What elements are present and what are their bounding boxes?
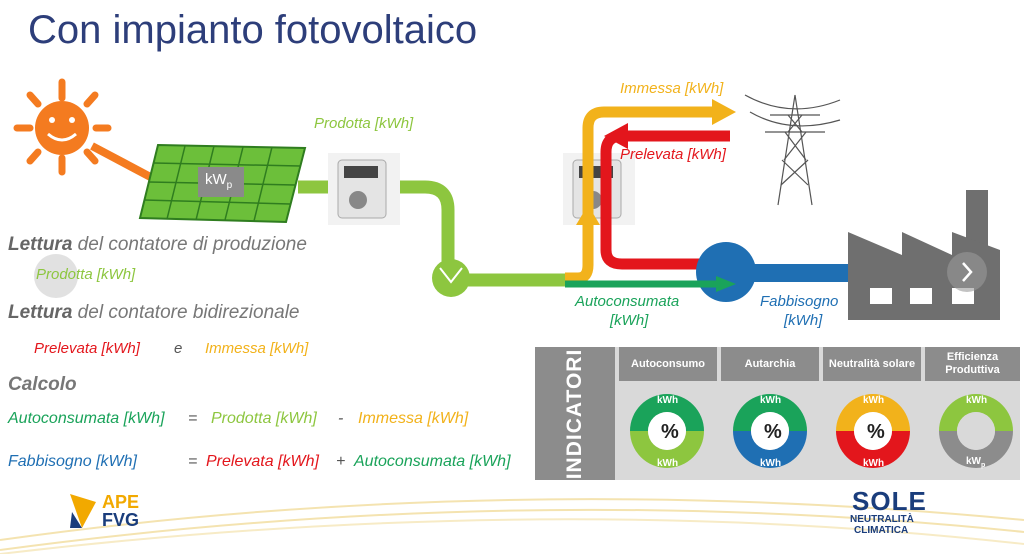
formula1-left: Autoconsumata [kWh] — [8, 410, 165, 427]
bidirectional-meter-icon — [563, 153, 635, 225]
formula1-eq: = — [188, 410, 198, 427]
formula1-b: Immessa [kWh] — [358, 410, 469, 427]
prelevata-label: Prelevata [kWh] — [620, 146, 726, 163]
formula2-op: + — [336, 453, 346, 470]
formula2-left: Fabbisogno [kWh] — [8, 453, 137, 470]
indicator-head-efficienza: Efficienza Produttiva — [925, 347, 1020, 381]
ring-autarchia — [733, 394, 807, 468]
lettura-bidirezionale-heading: Lettura del contatore bidirezionale — [8, 302, 300, 323]
ring2-top: kWh — [760, 395, 782, 406]
ape-fvg-logo: APE FVG — [68, 492, 168, 532]
next-slide-button[interactable] — [947, 252, 987, 292]
power-pylon-icon — [744, 94, 841, 206]
indicator-head-autarchia: Autarchia — [721, 347, 819, 381]
formula2-eq: = — [188, 453, 198, 470]
indicator-rings — [630, 394, 1013, 468]
ring2-bottom: kWh — [760, 458, 782, 469]
ring4-top: kWh — [966, 395, 988, 406]
formula2-b: Autoconsumata [kWh] — [354, 453, 511, 470]
autoconsumata-arrow — [565, 276, 736, 292]
solar-panel — [138, 143, 307, 224]
ring4-bottom: kWp — [966, 456, 986, 469]
lettura-e: e — [174, 340, 183, 357]
lettura-immessa: Immessa [kWh] — [205, 340, 309, 357]
production-flow — [298, 180, 565, 287]
autoconsumata-label: Autoconsumata — [575, 293, 680, 310]
ape-sun-icon — [70, 494, 96, 528]
formula2-a: Prelevata [kWh] — [206, 453, 319, 470]
ring2-percent: % — [764, 421, 782, 443]
ring1-top: kWh — [657, 395, 679, 406]
indicators-table: INDICATORI Autoconsumo Autarchia Neutral… — [535, 347, 1020, 480]
sun-icon — [13, 78, 112, 176]
fabbisogno-label: Fabbisogno — [760, 293, 839, 310]
lettura-produzione-value: Prodotta [kWh] — [36, 266, 136, 283]
cursor-highlight — [34, 254, 78, 298]
ring1-percent: % — [661, 421, 679, 443]
prodotta-label: Prodotta [kWh] — [314, 115, 414, 132]
formula1-a: Prodotta [kWh] — [211, 410, 317, 427]
ring3-bottom: kWh — [863, 458, 885, 469]
production-meter-icon — [328, 153, 400, 225]
ring-autoconsumo — [630, 394, 704, 468]
ring1-bottom: kWh — [657, 458, 679, 469]
indicator-head-neutralita: Neutralità solare — [823, 347, 921, 381]
junction-node — [432, 259, 470, 297]
decorative-swoosh — [0, 498, 1024, 554]
ring-neutralita — [836, 394, 910, 468]
ring3-top: kWh — [863, 395, 885, 406]
page-title: Con impianto fotovoltaico — [28, 8, 478, 52]
indicators-side-label: INDICATORI — [535, 347, 615, 480]
ring-efficienza — [939, 394, 1013, 468]
sole-logo: SOLE NEUTRALITÀ CLIMATICA — [850, 486, 927, 536]
lettura-prelevata: Prelevata [kWh] — [34, 340, 140, 357]
panel-power-label: kWp — [205, 171, 233, 191]
immessa-label: Immessa [kWh] — [620, 80, 724, 97]
calcolo-heading: Calcolo — [8, 374, 77, 395]
formula1-op: - — [338, 410, 344, 427]
fabbisogno-unit: [kWh] — [784, 312, 823, 329]
indicator-head-autoconsumo: Autoconsumo — [619, 347, 717, 381]
ring3-percent: % — [867, 421, 885, 443]
immessa-arrow — [565, 99, 736, 284]
lettura-produzione-heading: Lettura del contatore di produzione — [8, 234, 307, 255]
autoconsumata-unit: [kWh] — [610, 312, 649, 329]
